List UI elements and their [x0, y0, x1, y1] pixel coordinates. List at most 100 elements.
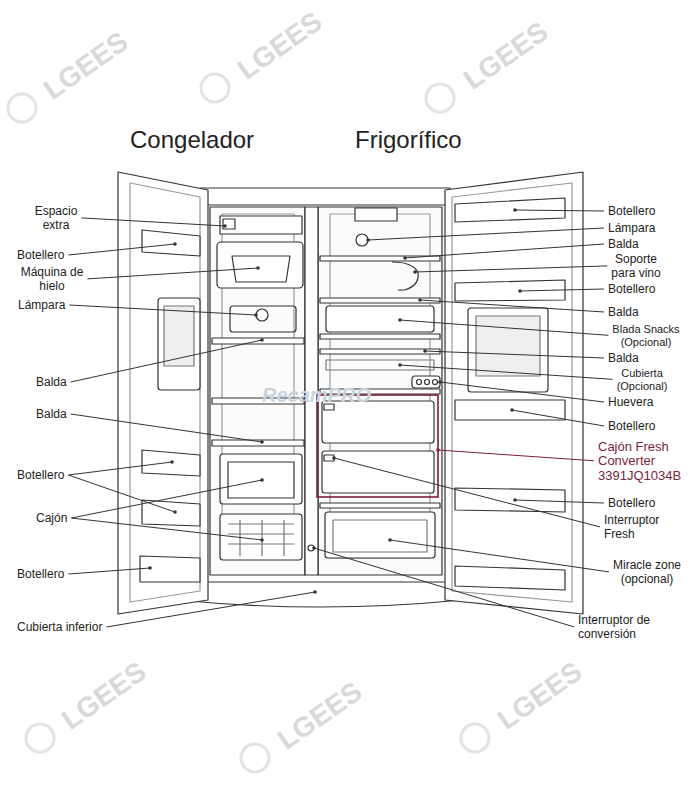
fridge-line	[325, 512, 435, 558]
leader-line	[400, 320, 608, 335]
fridge-line	[200, 188, 450, 582]
fridge-line	[455, 400, 565, 420]
leader-line	[68, 568, 150, 574]
part-label: Espacio extra	[22, 205, 90, 233]
fridge-line	[322, 401, 434, 443]
fridge-line	[220, 216, 302, 234]
watermark: LGEES	[38, 26, 134, 107]
part-label: Blada Snacks (Opcional)	[600, 323, 692, 348]
leader-line	[68, 475, 175, 512]
part-label: Interruptor Fresh	[604, 514, 688, 542]
fridge-line	[452, 183, 572, 602]
leader-line	[390, 540, 609, 572]
fridge-line	[417, 380, 422, 385]
leader-line	[71, 518, 262, 540]
part-label: Botellero	[608, 420, 688, 434]
leader-line	[68, 462, 172, 475]
part-label: Interruptor de conversión	[578, 614, 690, 642]
watermark: LGEES	[232, 6, 328, 87]
leader-line	[405, 244, 604, 258]
leader-line	[334, 458, 600, 527]
fridge-line	[118, 172, 208, 614]
leader-dot	[260, 440, 264, 444]
part-label: Balda	[36, 376, 96, 390]
leader-line	[415, 266, 607, 272]
leader-line	[515, 500, 604, 503]
fridge-line	[217, 242, 303, 288]
part-label: Botellero	[17, 249, 87, 263]
leader-dot	[513, 498, 517, 502]
part-label: Botellero	[608, 283, 688, 297]
part-label: Balda	[608, 238, 688, 252]
part-label: Botellero	[608, 205, 688, 219]
fridge-line	[26, 724, 54, 752]
leader-dot	[332, 456, 336, 460]
watermark: RecamPRO	[262, 384, 412, 407]
leader-dot	[170, 460, 174, 464]
leader-line	[71, 340, 262, 382]
leader-dot	[398, 318, 402, 322]
part-label: Balda	[608, 352, 688, 366]
fridge-line	[223, 219, 235, 229]
fridge-line	[412, 376, 440, 388]
section-title: Congelador	[130, 126, 310, 154]
fridge-line	[8, 94, 36, 122]
fridge-line	[118, 172, 583, 614]
fridge-line	[130, 183, 200, 602]
watermark: LGEES	[492, 656, 588, 737]
leader-dot	[313, 590, 317, 594]
fridge-line	[326, 306, 434, 332]
watermark: LGEES	[272, 676, 368, 757]
fridge-line	[425, 380, 430, 385]
part-label: Cubierta inferior	[17, 621, 157, 635]
leader-line	[81, 218, 225, 226]
fridge-line	[455, 488, 565, 512]
leader-dot	[413, 270, 417, 274]
fridge-line	[142, 450, 200, 476]
leader-line	[106, 592, 315, 627]
fridge-line	[392, 262, 418, 290]
fridge-line	[320, 334, 440, 339]
leader-dot	[388, 538, 392, 542]
fridge-line	[8, 74, 489, 772]
leader-dot	[173, 510, 177, 514]
part-label: Botellero	[17, 568, 87, 582]
leader-line	[68, 244, 175, 255]
part-label: Máquina de hielo	[18, 266, 86, 294]
fridge-line	[461, 724, 489, 752]
part-label: Botellero	[17, 469, 87, 483]
leader-line	[71, 480, 262, 518]
fridge-line	[445, 172, 583, 614]
fridge-line	[228, 520, 294, 556]
part-label: Balda	[36, 408, 96, 422]
fridge-line	[228, 462, 294, 498]
fridge-line	[230, 306, 296, 332]
part-label: Miracle zone (opcional)	[600, 559, 694, 587]
fridge-line	[140, 556, 200, 582]
fridge-line	[212, 440, 304, 446]
part-label: Cajón	[36, 512, 96, 526]
leader-line	[314, 548, 574, 627]
leader-line	[71, 414, 262, 442]
leader-line	[440, 382, 604, 402]
part-label: Huevera	[608, 396, 688, 410]
leader-dot	[260, 478, 264, 482]
leader-dot	[398, 363, 402, 367]
fridge-line	[476, 316, 540, 376]
part-label: Cubierta (Opcional)	[600, 367, 684, 392]
fridge-line	[333, 520, 427, 552]
leader-dot	[423, 349, 427, 353]
leader-dot	[260, 338, 264, 342]
fridge-line	[468, 308, 548, 392]
fridge-line	[322, 451, 434, 493]
fridge-line	[326, 360, 434, 370]
leader-line	[425, 351, 604, 358]
leader-line	[512, 410, 604, 426]
leader-dot	[436, 448, 440, 452]
part-number-callout: Cajón Fresh Converter 3391JQ1034B	[598, 440, 696, 483]
section-title: Frigorífico	[355, 126, 515, 154]
leader-line	[438, 450, 594, 461]
fridge-line	[320, 503, 440, 508]
fridge-line	[426, 84, 454, 112]
